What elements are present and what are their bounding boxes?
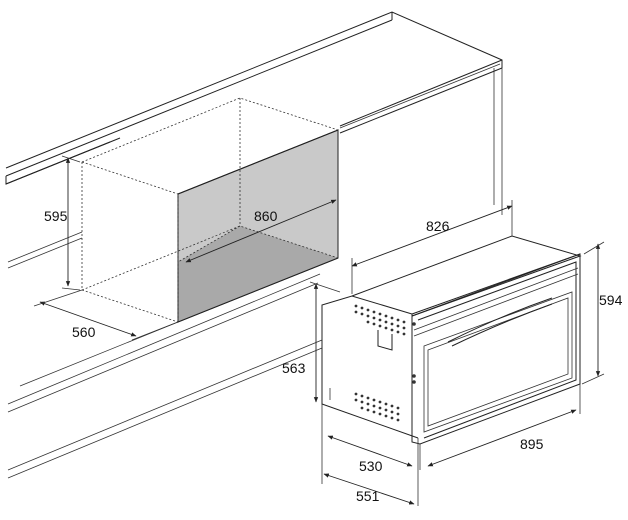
label-niche-height: 595: [44, 208, 68, 224]
label-oven-depth-total: 551: [356, 488, 380, 504]
label-oven-width: 895: [520, 436, 544, 452]
dimension-lines: [33, 155, 605, 506]
label-niche-width: 860: [254, 208, 278, 224]
label-oven-side-height: 563: [282, 360, 306, 376]
label-oven-top-depth: 826: [426, 218, 450, 234]
label-niche-depth: 560: [72, 324, 96, 340]
niche: [81, 97, 339, 323]
cabinet: [5, 11, 503, 479]
label-oven-depth-body: 530: [359, 458, 383, 474]
label-oven-height: 594: [599, 292, 623, 308]
oven: [321, 235, 582, 445]
